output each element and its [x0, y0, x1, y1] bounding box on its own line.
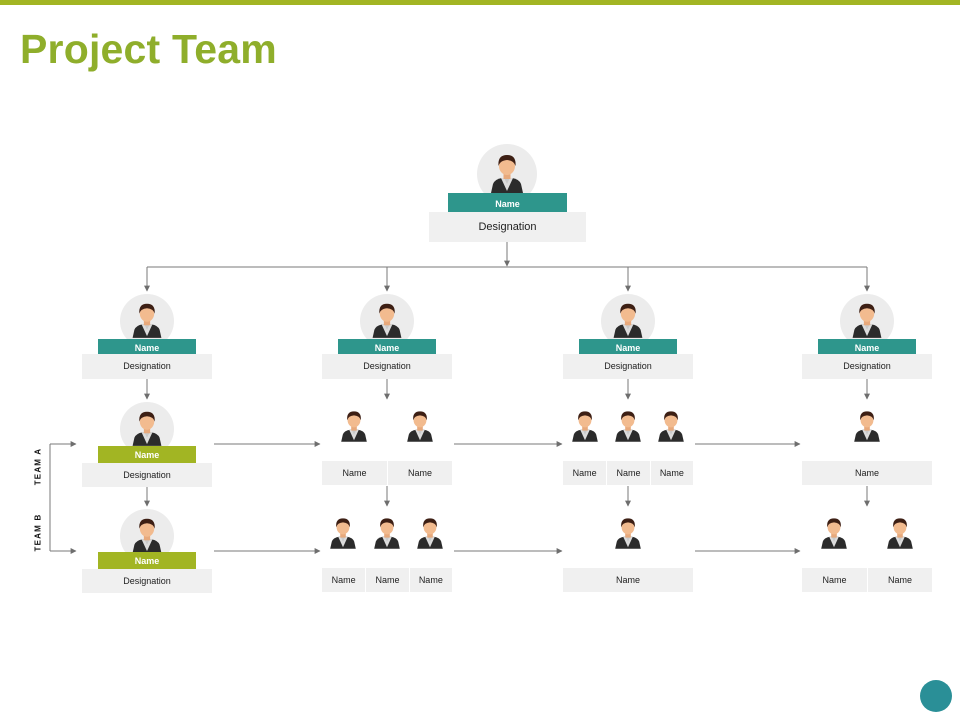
person-icon [129, 408, 165, 451]
team-a-member-name: Name [802, 461, 932, 485]
team-a-member-name: Name [649, 461, 693, 485]
team-a-member-name: Name [387, 461, 452, 485]
person-icon [655, 408, 687, 447]
person-icon [414, 515, 446, 554]
person-icon [369, 300, 405, 343]
page-title: Project Team [20, 26, 277, 72]
person-icon [371, 515, 403, 554]
person-icon [327, 515, 359, 554]
manager-name-4: Name [818, 339, 916, 357]
person-icon [884, 515, 916, 554]
person-icon [487, 151, 527, 198]
manager-name-1: Name [98, 339, 196, 357]
person-icon [404, 408, 436, 447]
corner-dot [920, 680, 952, 712]
team-a-member-name: Name [563, 461, 607, 485]
team-b-member-name: Name [322, 568, 366, 592]
person-icon [818, 515, 850, 554]
manager-designation-2: Designation [322, 354, 452, 379]
manager-designation-3: Designation [563, 354, 693, 379]
team-a-lead-designation: Designation [82, 463, 212, 487]
team-a-label: TEAM A [33, 447, 43, 486]
team-a-member-name: Name [322, 461, 387, 485]
manager-name-3: Name [579, 339, 677, 357]
person-icon [338, 408, 370, 447]
person-icon [569, 408, 601, 447]
person-icon [849, 300, 885, 343]
top-name: Name [448, 193, 567, 215]
top-designation: Designation [429, 212, 586, 242]
person-icon [129, 515, 165, 558]
manager-designation-4: Designation [802, 354, 932, 379]
team-b-member-name: Name [867, 568, 932, 592]
person-icon [610, 300, 646, 343]
person-icon [851, 408, 883, 447]
team-b-member-name: Name [408, 568, 452, 592]
team-a-lead-name: Name [98, 446, 196, 464]
team-b-lead-designation: Designation [82, 569, 212, 593]
team-b-member-name: Name [365, 568, 409, 592]
manager-name-2: Name [338, 339, 436, 357]
person-icon [612, 515, 644, 554]
team-b-lead-name: Name [98, 552, 196, 570]
person-icon [129, 300, 165, 343]
team-b-member-name: Name [802, 568, 867, 592]
person-icon [612, 408, 644, 447]
manager-designation-1: Designation [82, 354, 212, 379]
team-b-member-name: Name [563, 568, 693, 592]
top-accent-bar [0, 0, 960, 5]
team-a-member-name: Name [606, 461, 650, 485]
team-b-label: TEAM B [33, 513, 43, 552]
